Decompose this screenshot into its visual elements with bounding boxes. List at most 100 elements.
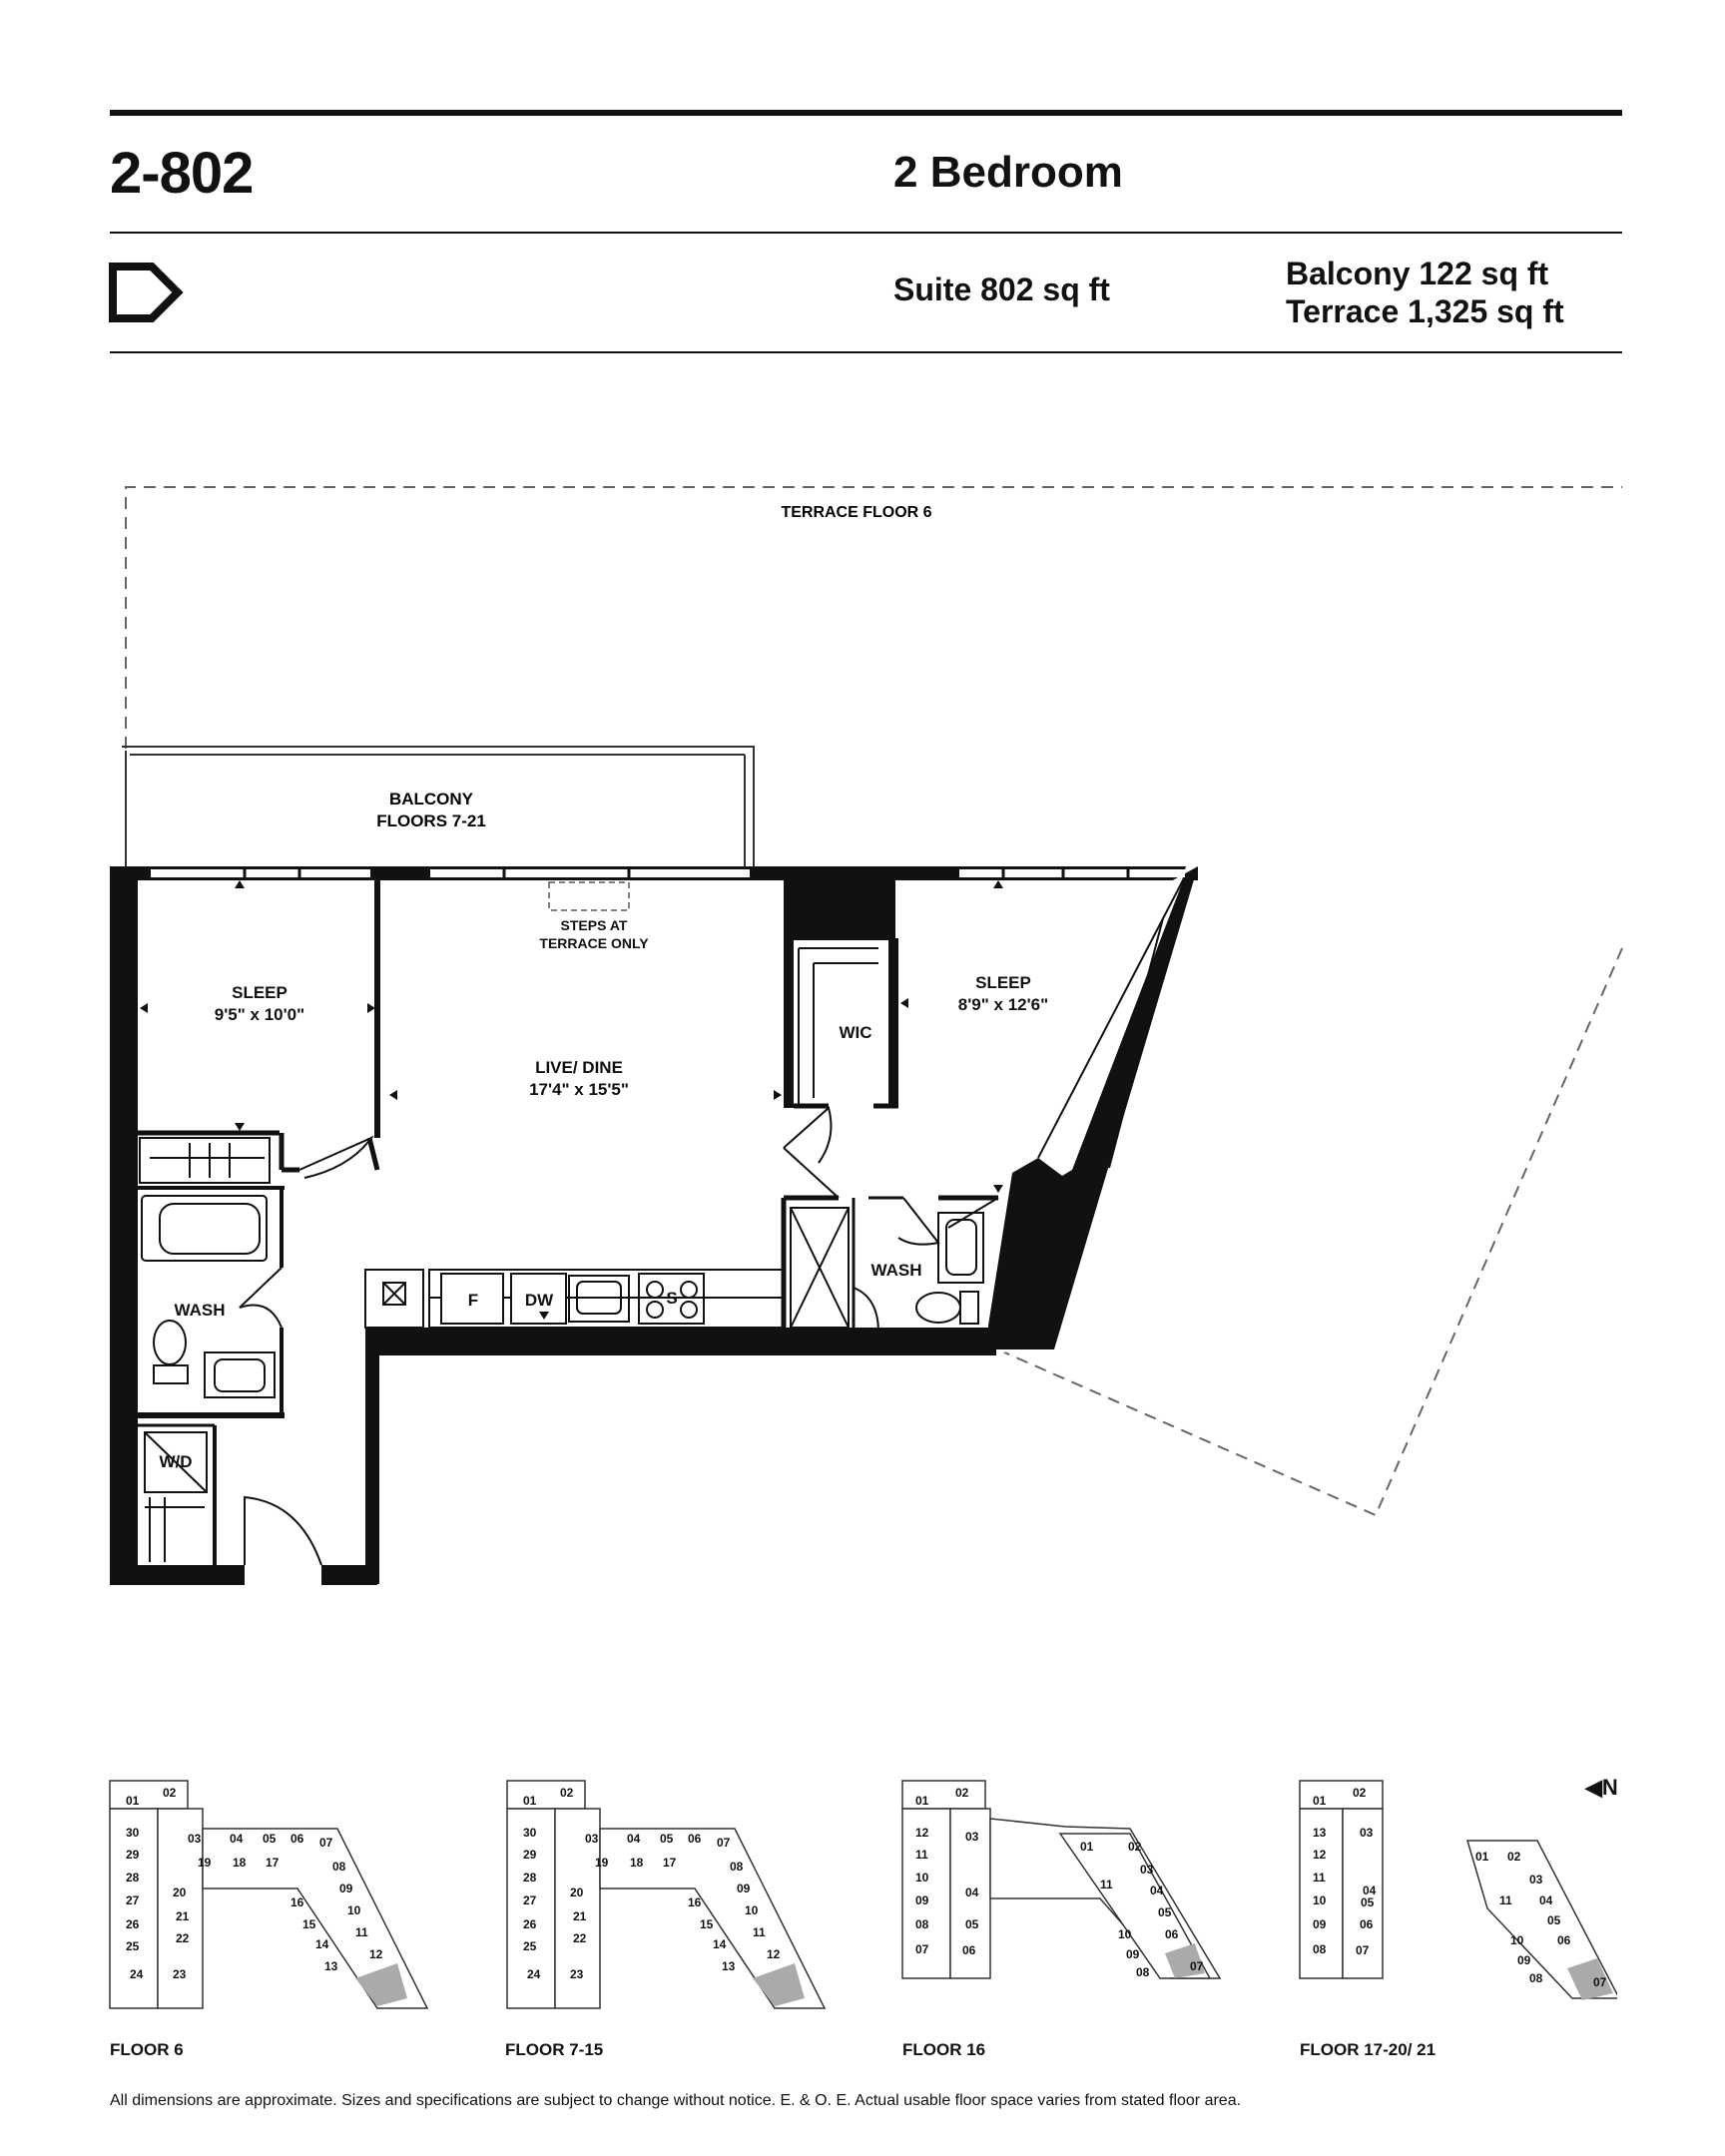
svg-text:10: 10	[1313, 1893, 1327, 1907]
svg-text:05: 05	[965, 1917, 979, 1931]
north-arrow-icon: ◀	[1585, 1775, 1602, 1800]
wash-1-label: WASH	[175, 1301, 226, 1320]
sleep-1-dimensions: 9'5" x 10'0"	[215, 1005, 304, 1024]
svg-text:16: 16	[688, 1895, 702, 1909]
svg-text:04: 04	[627, 1832, 641, 1846]
svg-text:19: 19	[198, 1856, 212, 1870]
svg-text:28: 28	[126, 1871, 140, 1885]
svg-text:06: 06	[688, 1832, 702, 1846]
svg-text:29: 29	[523, 1848, 537, 1862]
svg-text:01: 01	[126, 1794, 140, 1808]
svg-text:17: 17	[663, 1856, 677, 1870]
svg-text:21: 21	[176, 1909, 190, 1923]
sleep-2-dimensions: 8'9" x 12'6"	[958, 995, 1048, 1014]
svg-text:10: 10	[347, 1903, 361, 1917]
svg-text:09: 09	[1313, 1917, 1327, 1931]
svg-text:02: 02	[560, 1786, 574, 1800]
svg-text:02: 02	[955, 1786, 969, 1800]
svg-text:03: 03	[1140, 1863, 1154, 1877]
svg-text:03: 03	[1529, 1873, 1543, 1886]
svg-text:06: 06	[962, 1943, 976, 1957]
svg-text:12: 12	[767, 1947, 781, 1961]
svg-text:04: 04	[230, 1832, 244, 1846]
svg-text:10: 10	[1118, 1927, 1132, 1941]
svg-text:11: 11	[1313, 1871, 1326, 1885]
d-logo-icon	[109, 263, 184, 322]
svg-text:11: 11	[915, 1848, 928, 1862]
svg-text:09: 09	[1517, 1953, 1531, 1967]
east-window	[1037, 877, 1185, 1169]
svg-text:22: 22	[176, 1931, 190, 1945]
svg-text:18: 18	[233, 1856, 247, 1870]
steps-box	[548, 881, 630, 911]
svg-text:10: 10	[745, 1903, 759, 1917]
svg-text:23: 23	[173, 1967, 187, 1981]
keyplan-floor-7-15-label: FLOOR 7-15	[505, 2040, 604, 2059]
keyplan-floor-17-21-label: FLOOR 17-20/ 21	[1300, 2040, 1437, 2059]
svg-text:01: 01	[1313, 1794, 1327, 1808]
live-dine-name: LIVE/ DINE	[535, 1058, 623, 1077]
svg-text:05: 05	[263, 1832, 277, 1846]
svg-text:13: 13	[722, 1959, 736, 1973]
dimension-arrows	[140, 880, 1003, 1320]
svg-text:02: 02	[1507, 1850, 1521, 1864]
svg-text:17: 17	[266, 1856, 280, 1870]
svg-text:12: 12	[1313, 1848, 1327, 1862]
svg-text:07: 07	[1593, 1975, 1607, 1989]
svg-text:02: 02	[1353, 1786, 1367, 1800]
dishwasher-label: DW	[525, 1291, 554, 1310]
svg-text:08: 08	[1136, 1965, 1150, 1979]
svg-text:06: 06	[1360, 1917, 1374, 1931]
svg-text:07: 07	[1356, 1943, 1370, 1957]
fixtures	[139, 947, 984, 1562]
svg-text:11: 11	[1100, 1878, 1113, 1891]
svg-text:22: 22	[573, 1931, 587, 1945]
svg-text:05: 05	[1547, 1913, 1561, 1927]
balcony-size: Balcony 122 sq ft	[1286, 256, 1549, 291]
svg-text:21: 21	[573, 1909, 587, 1923]
svg-text:15: 15	[302, 1917, 316, 1931]
stove-label: S	[666, 1289, 677, 1308]
svg-text:03: 03	[188, 1832, 202, 1846]
svg-text:29: 29	[126, 1848, 140, 1862]
terrace-outline	[125, 486, 1623, 1517]
north-indicator: ◀N	[1585, 1775, 1618, 1801]
svg-text:25: 25	[523, 1939, 537, 1953]
svg-text:01: 01	[1475, 1850, 1489, 1864]
sleep-2-name: SLEEP	[975, 973, 1031, 992]
balcony-label-2: FLOORS 7-21	[376, 811, 486, 830]
svg-text:04: 04	[965, 1886, 979, 1899]
svg-text:12: 12	[915, 1826, 929, 1840]
svg-text:19: 19	[595, 1856, 609, 1870]
wash-2-label: WASH	[871, 1261, 922, 1280]
svg-text:26: 26	[126, 1917, 140, 1931]
svg-text:05: 05	[660, 1832, 674, 1846]
steps-label-2: TERRACE ONLY	[539, 935, 649, 951]
terrace-size: Terrace 1,325 sq ft	[1286, 293, 1564, 329]
svg-text:03: 03	[585, 1832, 599, 1846]
unit-type: 2 Bedroom	[893, 148, 1123, 197]
interior-walls	[138, 880, 998, 1565]
keyplan-floor-16-label: FLOOR 16	[902, 2040, 986, 2059]
svg-text:08: 08	[730, 1860, 744, 1874]
svg-text:11: 11	[753, 1925, 766, 1939]
header-divider	[110, 232, 1622, 234]
svg-text:04: 04	[1363, 1884, 1377, 1897]
svg-text:13: 13	[324, 1959, 338, 1973]
svg-text:07: 07	[1190, 1959, 1204, 1973]
svg-text:08: 08	[1313, 1942, 1327, 1956]
svg-text:07: 07	[717, 1836, 731, 1850]
svg-text:27: 27	[126, 1893, 140, 1907]
svg-text:15: 15	[700, 1917, 714, 1931]
svg-text:10: 10	[915, 1871, 929, 1885]
svg-text:02: 02	[163, 1786, 177, 1800]
svg-text:30: 30	[126, 1826, 140, 1840]
svg-text:11: 11	[1499, 1893, 1512, 1907]
svg-text:08: 08	[332, 1860, 346, 1874]
svg-text:01: 01	[523, 1794, 537, 1808]
svg-text:09: 09	[1126, 1947, 1140, 1961]
live-dine-dimensions: 17'4" x 15'5"	[529, 1080, 629, 1099]
